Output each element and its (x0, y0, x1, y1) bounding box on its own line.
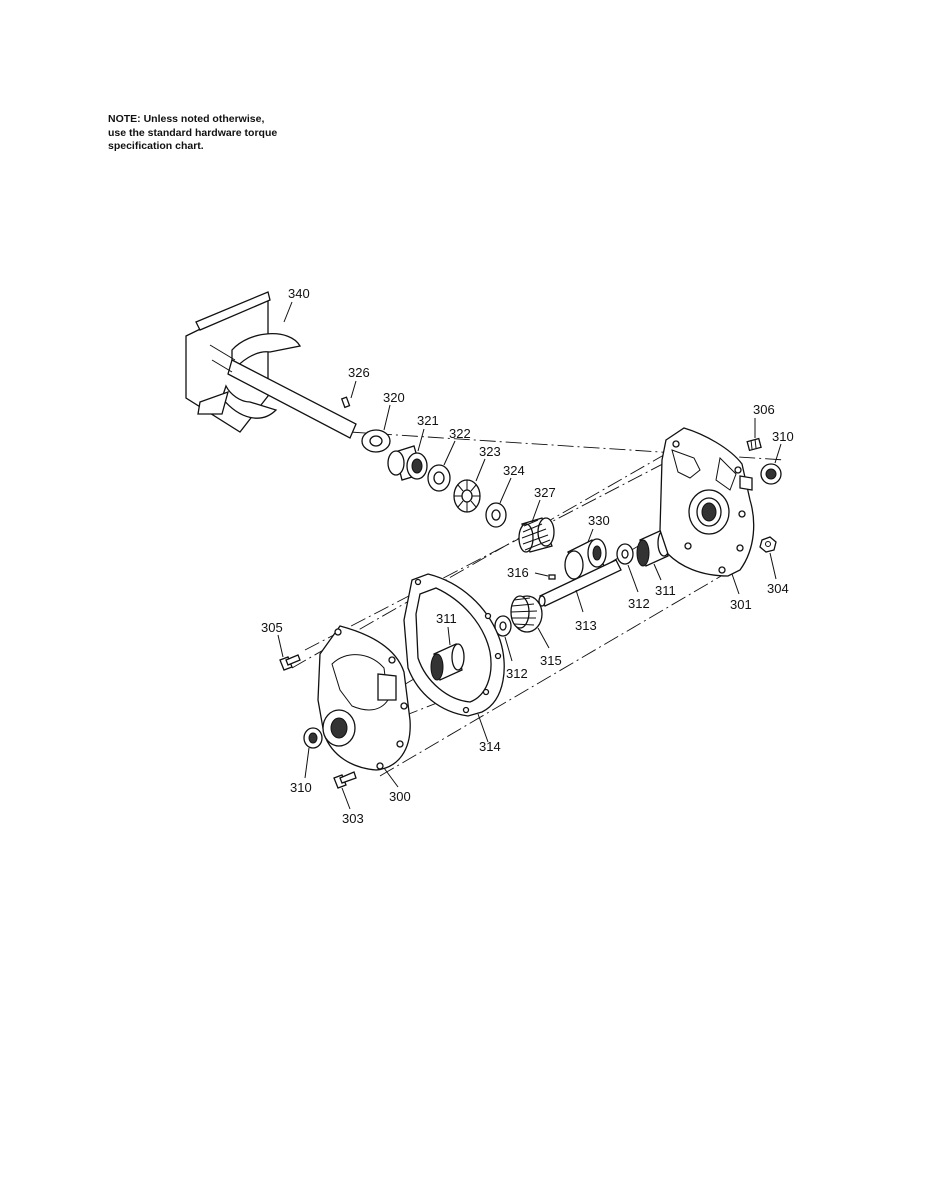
part-label-300: 300 (389, 789, 411, 804)
nut-part (759, 536, 777, 553)
part-label-315: 315 (540, 653, 562, 668)
washer-part (427, 464, 451, 492)
part-label-340: 340 (288, 286, 310, 301)
washer-part (616, 543, 634, 565)
part-label-303: 303 (342, 811, 364, 826)
leader-lines (277, 301, 782, 810)
part-label-310-right: 310 (772, 429, 794, 444)
part-label-301: 301 (730, 597, 752, 612)
part-label-327: 327 (534, 485, 556, 500)
part-label-320: 320 (383, 390, 405, 405)
part-label-324: 324 (503, 463, 525, 478)
worm-gear-part (518, 517, 555, 553)
part-labels: 340 326 320 321 322 323 324 327 330 316 … (261, 286, 794, 826)
bearing-part (387, 445, 428, 481)
screw-part (279, 654, 301, 671)
auger-part (185, 291, 357, 439)
torque-note: NOTE: Unless noted otherwise, use the st… (108, 113, 368, 154)
part-label-316: 316 (507, 565, 529, 580)
part-label-306: 306 (753, 402, 775, 417)
washer-part (361, 429, 391, 453)
part-label-313: 313 (575, 618, 597, 633)
part-label-326: 326 (348, 365, 370, 380)
washer-part (485, 502, 507, 528)
part-label-323: 323 (479, 444, 501, 459)
part-label-322: 322 (449, 426, 471, 441)
pin-part (340, 396, 351, 409)
shaft-part (538, 559, 622, 607)
part-label-304: 304 (767, 581, 789, 596)
gear-case-right-part (659, 427, 755, 577)
fitting-part (746, 437, 762, 452)
part-label-305: 305 (261, 620, 283, 635)
screw-part (333, 771, 357, 789)
note-line-2: use the standard hardware torque (108, 126, 278, 139)
part-label-321: 321 (417, 413, 439, 428)
part-label-312-left: 312 (506, 666, 528, 681)
bearing-part (430, 643, 465, 681)
part-label-310-left: 310 (290, 780, 312, 795)
part-label-330: 330 (588, 513, 610, 528)
washer-part (494, 615, 512, 637)
part-label-311-left: 311 (436, 611, 457, 626)
note-line-1: NOTE: Unless noted otherwise, (108, 113, 265, 125)
bearing-part (760, 463, 782, 485)
gear-part (510, 595, 543, 633)
key-part (548, 574, 556, 580)
gear-case-left-part (317, 625, 411, 771)
thrust-bearing-part (453, 479, 481, 513)
sleeve-part (564, 538, 607, 580)
note-line-3: specification chart. (108, 140, 204, 152)
part-label-314: 314 (479, 739, 501, 754)
part-label-312-right: 312 (628, 596, 650, 611)
part-label-311-right: 311 (655, 583, 676, 598)
bearing-part (303, 727, 323, 749)
